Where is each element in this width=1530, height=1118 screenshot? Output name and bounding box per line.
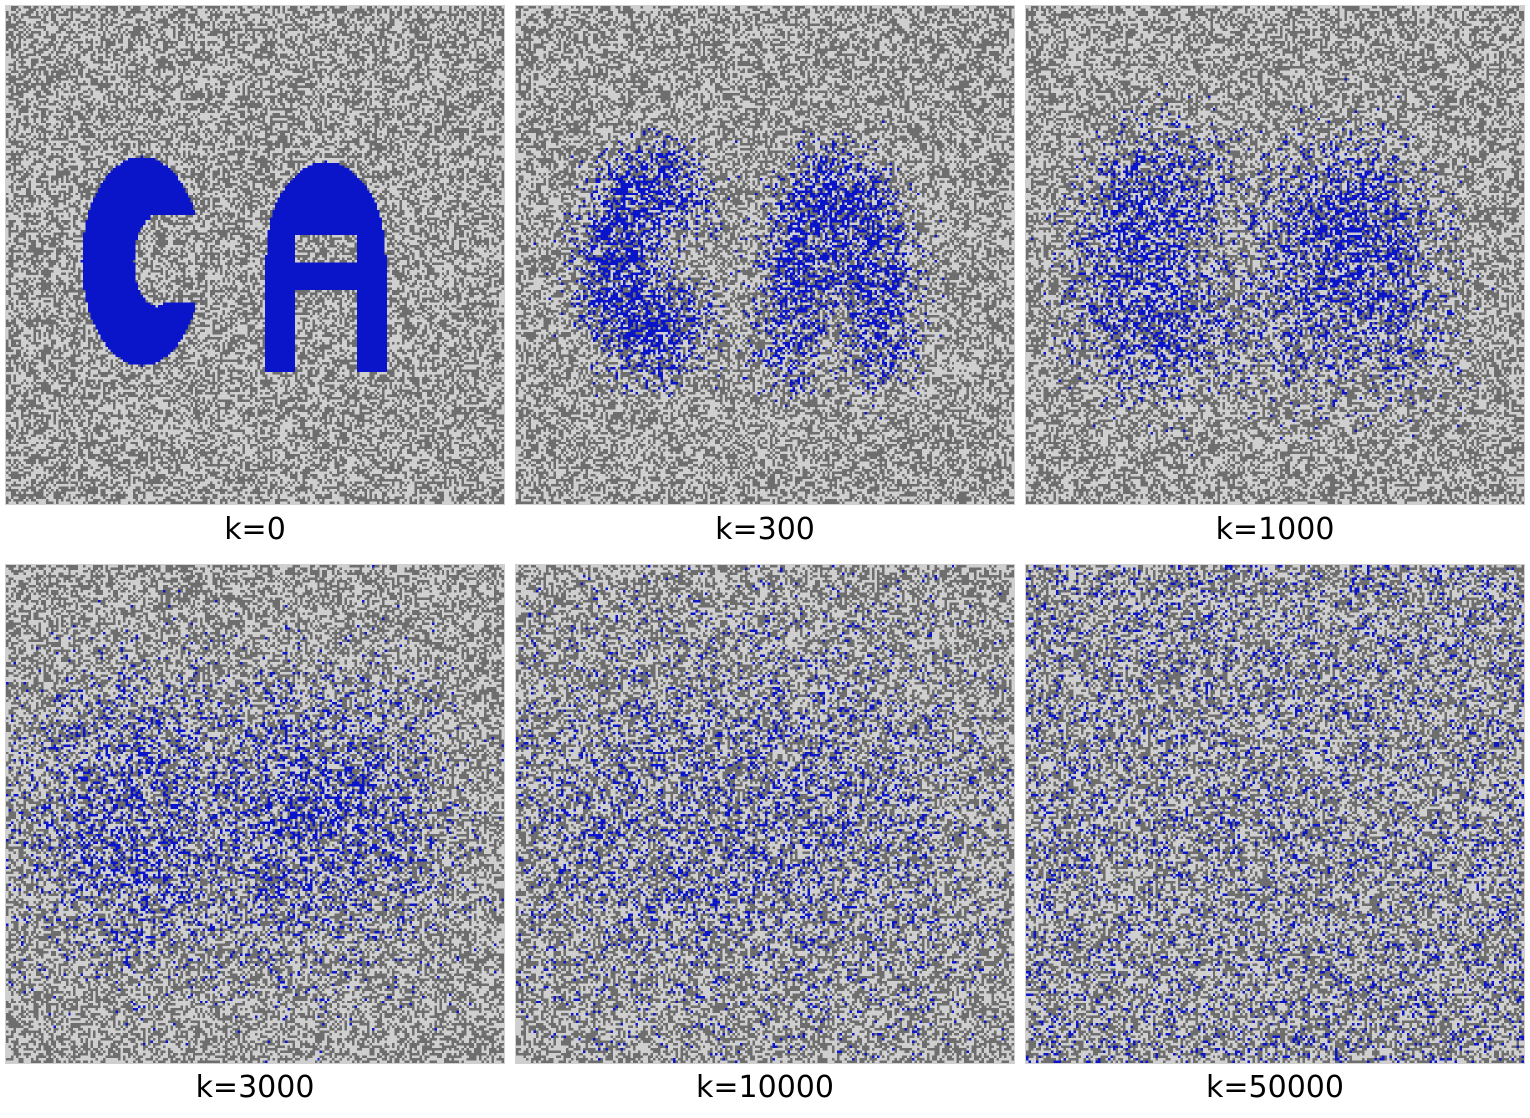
- noise-image-k1000: [1026, 6, 1524, 504]
- caption-k300: k=300: [715, 512, 815, 547]
- caption-k3000: k=3000: [195, 1070, 315, 1105]
- noise-image-k10000: [516, 565, 1014, 1063]
- noise-image-k0: [6, 6, 504, 504]
- caption-k1000: k=1000: [1215, 512, 1335, 547]
- caption-k50000: k=50000: [1206, 1070, 1344, 1105]
- panel-k10000: [515, 564, 1015, 1064]
- panel-k3000: [5, 564, 505, 1064]
- noise-image-k3000: [6, 565, 504, 1063]
- caption-k10000: k=10000: [696, 1070, 834, 1105]
- noise-image-k50000: [1026, 565, 1524, 1063]
- panel-k1000: [1025, 5, 1525, 505]
- caption-k0: k=0: [224, 512, 286, 547]
- noise-image-k300: [516, 6, 1014, 504]
- panel-k300: [515, 5, 1015, 505]
- panel-k0: [5, 5, 505, 505]
- panel-k50000: [1025, 564, 1525, 1064]
